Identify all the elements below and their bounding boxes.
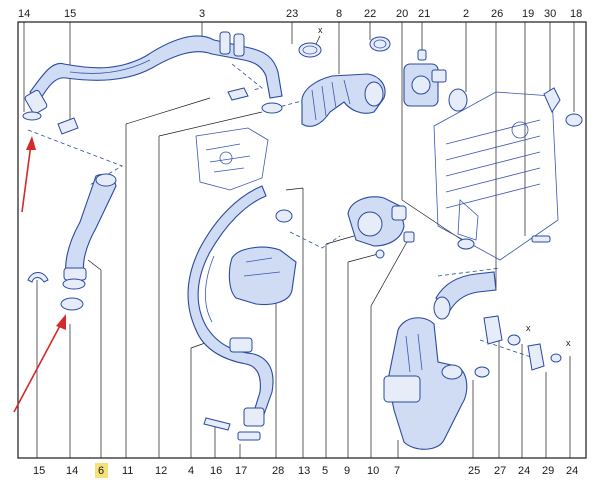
label-bottom-9[interactable]: 9 bbox=[344, 465, 350, 477]
engine-block-sketch-left bbox=[195, 127, 269, 191]
bottom-labels: 15 14 6 11 12 4 16 17 28 13 5 9 10 7 25 … bbox=[33, 463, 578, 478]
label-bottom-25[interactable]: 25 bbox=[468, 465, 480, 477]
part-10-nut[interactable] bbox=[403, 231, 415, 243]
label-top-19[interactable]: 19 bbox=[522, 8, 534, 20]
arrow-lower-icon bbox=[13, 321, 63, 413]
part-13-clamp[interactable] bbox=[275, 209, 293, 223]
part-14-seal-top[interactable] bbox=[22, 111, 42, 121]
label-bottom-7[interactable]: 7 bbox=[394, 465, 400, 477]
part-20-airflow-meter[interactable] bbox=[403, 63, 447, 107]
part-8-air-hose[interactable] bbox=[301, 73, 386, 127]
arrowhead-lower-icon bbox=[56, 314, 66, 330]
engine-block-sketch-right bbox=[433, 91, 559, 261]
label-bottom-24b[interactable]: 24 bbox=[566, 465, 578, 477]
label-top-15[interactable]: 15 bbox=[64, 8, 76, 20]
callout-x-3: x bbox=[566, 338, 571, 348]
part-3-intake-hose[interactable] bbox=[24, 31, 283, 115]
label-top-14[interactable]: 14 bbox=[18, 8, 30, 20]
part-6-curved-pipe[interactable] bbox=[62, 173, 117, 290]
part-18-cap[interactable] bbox=[565, 113, 583, 127]
part-4-lower-hose[interactable] bbox=[187, 185, 274, 427]
label-bottom-28[interactable]: 28 bbox=[272, 465, 284, 477]
callout-x-1: x bbox=[318, 25, 323, 35]
label-bottom-13[interactable]: 13 bbox=[298, 465, 310, 477]
top-labels: 14 15 3 23 8 22 20 21 2 26 19 30 18 bbox=[18, 8, 582, 20]
label-bottom-11[interactable]: 11 bbox=[122, 465, 133, 477]
arrow-upper-icon bbox=[21, 143, 32, 213]
bottom-leader-lines bbox=[36, 97, 571, 458]
label-top-22[interactable]: 22 bbox=[364, 8, 376, 20]
arrowhead-upper-icon bbox=[26, 136, 36, 150]
label-top-26[interactable]: 26 bbox=[491, 8, 503, 20]
diagram-frame bbox=[17, 21, 587, 459]
label-bottom-16[interactable]: 16 bbox=[210, 465, 222, 477]
part-28-resonator[interactable] bbox=[228, 246, 297, 306]
label-bottom-10[interactable]: 10 bbox=[367, 465, 379, 477]
part-17-clip[interactable] bbox=[237, 431, 261, 441]
part-23-clamp-ring[interactable] bbox=[298, 42, 322, 58]
label-bottom-14[interactable]: 14 bbox=[66, 465, 78, 477]
label-bottom-29[interactable]: 29 bbox=[542, 465, 554, 477]
part-5-throttle-housing[interactable] bbox=[347, 196, 407, 247]
label-bottom-15[interactable]: 15 bbox=[33, 465, 45, 477]
part-22-clamp[interactable] bbox=[369, 36, 391, 52]
part-2-o-ring[interactable] bbox=[448, 88, 468, 112]
seal-ring-small[interactable] bbox=[261, 102, 283, 114]
part-9-bolt[interactable] bbox=[375, 249, 385, 259]
label-top-3[interactable]: 3 bbox=[199, 8, 205, 20]
part-19-bolt[interactable] bbox=[531, 235, 551, 243]
part-15-clip-top[interactable] bbox=[57, 117, 79, 135]
label-bottom-24[interactable]: 24 bbox=[518, 465, 530, 477]
part-21-bolt[interactable] bbox=[417, 49, 427, 61]
label-top-23[interactable]: 23 bbox=[286, 8, 298, 20]
label-top-21[interactable]: 21 bbox=[418, 8, 430, 20]
top-leader-lines bbox=[23, 22, 575, 288]
part-14-seal-bottom[interactable] bbox=[60, 297, 84, 311]
label-bottom-27[interactable]: 27 bbox=[494, 465, 506, 477]
part-20-lower-seal[interactable] bbox=[457, 238, 475, 250]
label-top-18[interactable]: 18 bbox=[570, 8, 582, 20]
part-29-clip[interactable] bbox=[527, 343, 545, 371]
part-26-turbo-hose[interactable] bbox=[433, 271, 497, 320]
label-top-20[interactable]: 20 bbox=[396, 8, 408, 20]
label-top-30[interactable]: 30 bbox=[544, 8, 556, 20]
part-27-bracket[interactable] bbox=[483, 315, 503, 345]
part-15-clip-bottom[interactable] bbox=[27, 272, 49, 283]
bracket-small-icon[interactable] bbox=[227, 87, 249, 101]
highlight-arrows bbox=[13, 136, 66, 413]
highlight-marker bbox=[95, 463, 108, 478]
callout-x-2: x bbox=[526, 323, 531, 333]
label-bottom-12[interactable]: 12 bbox=[155, 465, 167, 477]
part-24-grommet-a[interactable] bbox=[507, 334, 521, 346]
part-25-washer[interactable] bbox=[474, 366, 490, 378]
label-bottom-6-highlighted[interactable]: 6 bbox=[98, 465, 104, 477]
part-16-clip[interactable] bbox=[203, 417, 231, 431]
part-7-intake-duct[interactable] bbox=[383, 317, 468, 450]
part-24-grommet-b[interactable] bbox=[550, 353, 562, 363]
label-bottom-17[interactable]: 17 bbox=[235, 465, 247, 477]
label-bottom-4[interactable]: 4 bbox=[188, 465, 194, 477]
label-bottom-5[interactable]: 5 bbox=[322, 465, 328, 477]
part-30-bracket[interactable] bbox=[543, 87, 561, 114]
label-top-8[interactable]: 8 bbox=[336, 8, 342, 20]
label-top-2[interactable]: 2 bbox=[463, 8, 469, 20]
